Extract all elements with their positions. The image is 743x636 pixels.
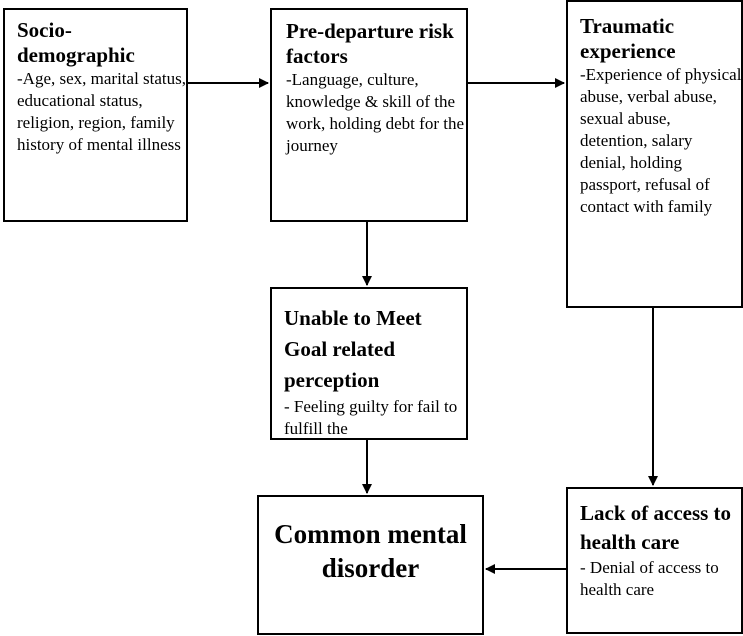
predeparture-title: Pre-departure risk factors [286, 19, 454, 68]
traumatic-box: Traumatic experience -Experience of phys… [566, 0, 743, 308]
unable-goal-text: - Feeling guilty for fail to fulfill the [284, 397, 458, 438]
sociodemographic-box: Socio-demographic -Age, sex, marital sta… [3, 8, 188, 222]
unable-goal-title: Unable to Meet Goal related perception [284, 306, 422, 392]
lack-access-box: Lack of access to health care - Denial o… [566, 487, 743, 634]
predeparture-text: -Language, culture, knowledge & skill of… [286, 70, 464, 155]
lack-access-title: Lack of access to health care [580, 501, 732, 554]
unable-goal-box: Unable to Meet Goal related perception -… [270, 287, 468, 440]
common-disorder-title: Common mental disorder [274, 519, 467, 583]
sociodemographic-text: -Age, sex, marital status, educational s… [17, 69, 187, 154]
common-disorder-box: Common mental disorder [257, 495, 484, 635]
predeparture-box: Pre-departure risk factors -Language, cu… [270, 8, 468, 222]
lack-access-text: - Denial of access to health care [580, 558, 719, 599]
sociodemographic-title: Socio-demographic [17, 18, 135, 67]
traumatic-title: Traumatic experience [580, 14, 676, 63]
traumatic-text: -Experience of physical abuse, verbal ab… [580, 65, 742, 216]
